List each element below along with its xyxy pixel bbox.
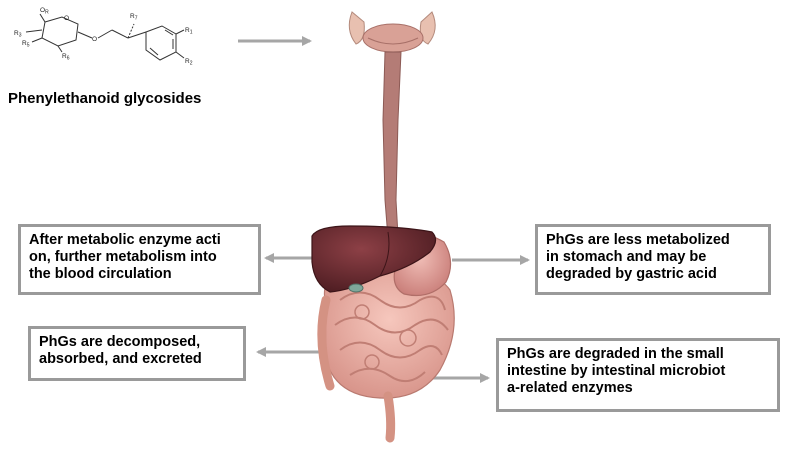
bond-c4	[25, 29, 43, 33]
oral-cavity	[362, 23, 424, 53]
intestine-loop	[339, 291, 446, 311]
bond-r1	[175, 29, 185, 35]
intestine-loop	[339, 341, 443, 359]
intestine-coil	[364, 354, 380, 370]
stomach-metabolism-box: PhGs are less metabolized in stomach and…	[535, 224, 771, 295]
atom-label: OR	[40, 7, 49, 16]
intestine-loop	[334, 316, 449, 334]
jaw-line	[367, 37, 419, 45]
atom-label: O	[92, 36, 97, 43]
bond-aryl	[127, 31, 147, 39]
bond-ch2-a	[97, 29, 113, 39]
bond-r2	[175, 51, 185, 59]
ascending-colon	[317, 295, 335, 391]
bond-c6	[39, 13, 46, 23]
atom-label: R7	[130, 13, 138, 22]
small-intestine-box: PhGs are degraded in the small intestine…	[496, 338, 780, 412]
atom-label: R5	[22, 40, 30, 49]
liver-lobe-divider	[379, 231, 390, 277]
bond-glycosidic	[77, 31, 93, 39]
liver	[311, 225, 437, 293]
excretion-box: PhGs are decomposed, absorbed, and excre…	[28, 326, 246, 381]
bond-c3	[31, 37, 43, 43]
atom-label: R2	[185, 58, 193, 67]
aromatic-bond-1	[164, 29, 174, 36]
atom-label: R1	[185, 27, 193, 36]
esophagus	[382, 51, 402, 239]
molecule-labels: OR R7 R3 R5 R6 O O R1 R2	[14, 7, 193, 67]
molecule-structure	[25, 13, 185, 61]
atom-label: R3	[14, 30, 22, 39]
atom-label: R6	[62, 53, 70, 62]
mouth-salivary-glands	[348, 11, 436, 53]
digestive-tract	[311, 11, 455, 443]
bond-c2	[57, 45, 63, 53]
bond-r7	[127, 23, 135, 39]
salivary-gland-right	[419, 11, 436, 45]
aromatic-bond-2	[149, 47, 159, 56]
intestine-coil	[354, 304, 370, 320]
bond-ch2-b	[111, 29, 129, 39]
sugar-ring	[41, 16, 79, 47]
intestine-coil	[399, 329, 417, 347]
intestine-loop	[349, 367, 426, 383]
blood-circulation-box: After metabolic enzyme acti on, further …	[18, 224, 261, 295]
benzene-ring	[145, 25, 177, 61]
rectum	[383, 391, 396, 443]
atom-label: O	[64, 15, 69, 22]
molecule-name-label: Phenylethanoid glycosides	[8, 90, 202, 107]
salivary-gland-left	[348, 11, 365, 45]
gallbladder	[348, 283, 364, 293]
